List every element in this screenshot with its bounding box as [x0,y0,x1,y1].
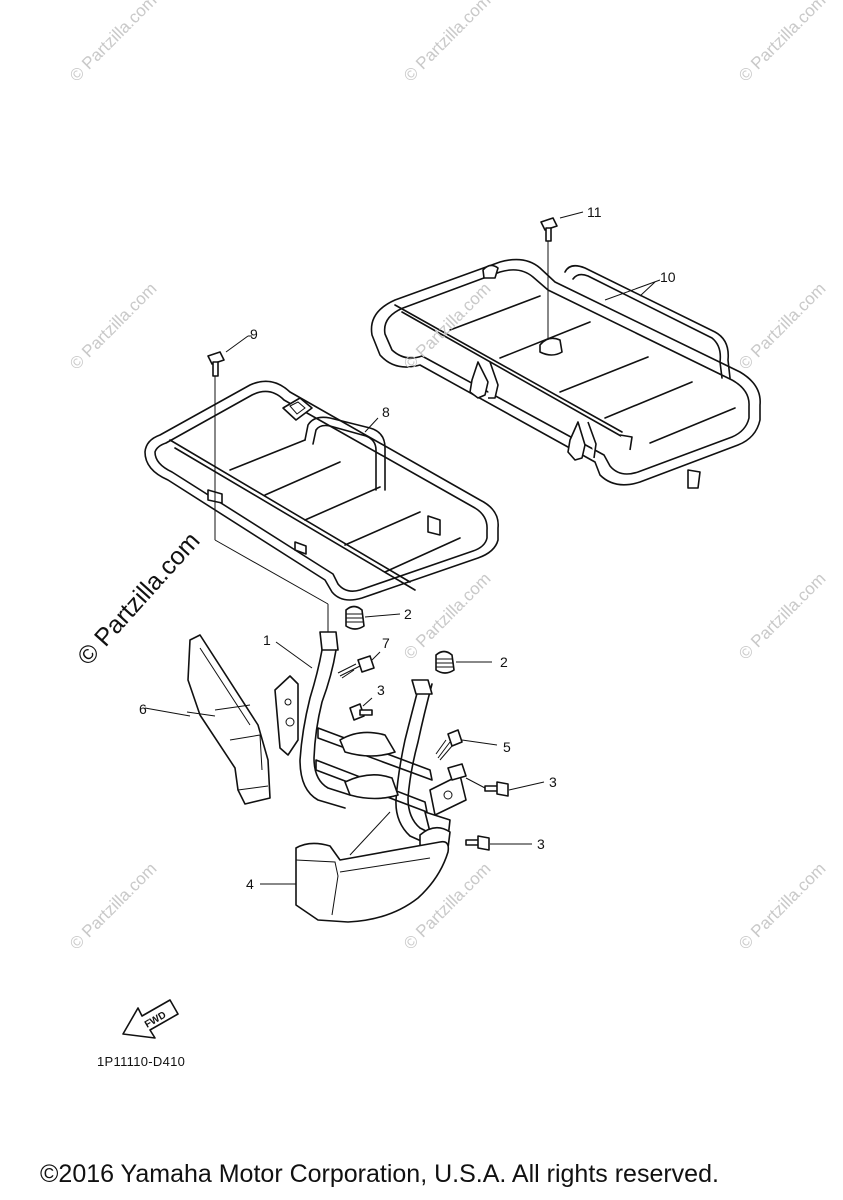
leader-6 [144,707,191,717]
callout-11: 11 [587,204,602,220]
callout-10: 10 [660,269,676,285]
bolt-part-3-right-upper [465,777,545,797]
screw-part-5 [435,729,498,761]
screw-part-7 [337,651,381,679]
front-guard-part-1 [274,631,467,851]
callout-8: 8 [382,404,390,420]
bolt-part-9 [207,335,329,632]
callout-4: 4 [246,876,254,892]
callout-6: 6 [139,701,147,717]
copyright-notice: ©2016 Yamaha Motor Corporation, U.S.A. A… [40,1160,719,1188]
cap-part-2-lower [435,650,492,674]
front-carrier-part-8 [144,380,499,601]
callout-2-lower: 2 [500,654,508,670]
leader-8 [364,417,379,433]
callout-3-right-lower: 3 [537,836,545,852]
fwd-arrow-icon: FWD [122,999,179,1039]
cap-part-2-upper [345,605,401,630]
leader-10 [639,281,656,297]
side-cover-part-4 [260,811,450,923]
side-cover-part-6 [186,634,271,805]
callout-2-upper: 2 [404,606,412,622]
callout-3-left: 3 [377,682,385,698]
callout-7: 7 [382,635,390,651]
callout-9: 9 [250,326,258,342]
bolt-part-11 [540,211,584,340]
diagram-code: 1P11110-D410 [97,1054,186,1069]
callout-5: 5 [503,739,511,755]
callout-3-right-upper: 3 [549,774,557,790]
callout-1: 1 [263,632,271,648]
bolt-part-3-right-lower [465,835,532,851]
bolt-part-3-left [349,697,373,721]
rear-carrier-part-10 [370,258,761,489]
